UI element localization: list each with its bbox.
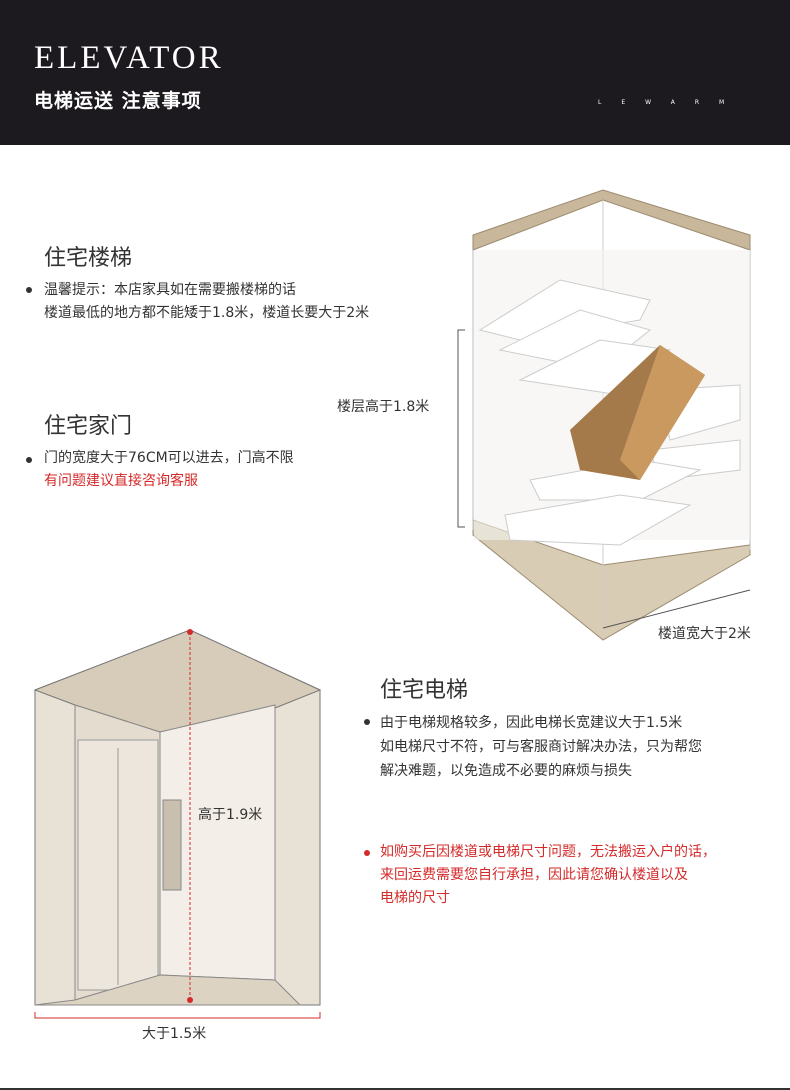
elevator-text: 由于电梯规格较多，因此电梯长宽建议大于1.5米 如电梯尺寸不符，可与客服商讨解决… xyxy=(380,711,702,783)
floor-height-label: 楼层高于1.8米 xyxy=(337,399,430,415)
door-text: 门的宽度大于76CM可以进去，门高不限 有问题建议直接咨询客服 xyxy=(44,447,294,493)
elevator-line-1: 由于电梯规格较多，因此电梯长宽建议大于1.5米 xyxy=(380,715,683,731)
corridor-width-label: 楼道宽大于2米 xyxy=(658,626,751,642)
bullet-icon xyxy=(26,287,32,293)
bullet-icon xyxy=(26,457,32,463)
elevator-height-label: 高于1.9米 xyxy=(198,807,263,823)
title-cn: 电梯运送 注意事项 xyxy=(34,90,202,112)
elevator-line-2: 如电梯尺寸不符，可与客服商讨解决办法，只为帮您 xyxy=(380,739,702,755)
elevator-line-3: 解决难题，以免造成不必要的麻烦与损失 xyxy=(380,763,632,779)
brand-logo: LEWARM xyxy=(598,99,745,106)
title-en: ELEVATOR xyxy=(34,40,224,76)
bottom-divider xyxy=(0,1088,790,1090)
warning-text: 如购买后因楼道或电梯尺寸问题，无法搬运入户的话， 来回运费需要您自行承担，因此请… xyxy=(380,841,716,910)
warning-line-2: 来回运费需要您自行承担，因此请您确认楼道以及 xyxy=(380,867,688,883)
warning-line-3: 电梯的尺寸 xyxy=(380,890,450,906)
warning-bullet-icon xyxy=(364,850,370,856)
door-heading: 住宅家门 xyxy=(44,414,133,439)
stairs-line-2: 楼道最低的地方都不能矮于1.8米，楼道长要大于2米 xyxy=(44,305,370,321)
elevator-heading: 住宅电梯 xyxy=(380,678,469,703)
warning-line-1: 如购买后因楼道或电梯尺寸问题，无法搬运入户的话， xyxy=(380,844,716,860)
header-banner: ELEVATOR 电梯运送 注意事项 LEWARM xyxy=(0,0,790,145)
bullet-icon xyxy=(364,719,370,725)
elevator-width-label: 大于1.5米 xyxy=(142,1026,207,1042)
stairs-tip: 温馨提示：本店家具如在需要搬楼梯的话 楼道最低的地方都不能矮于1.8米，楼道长要… xyxy=(44,279,369,325)
stairs-heading: 住宅楼梯 xyxy=(44,246,133,271)
door-line: 门的宽度大于76CM可以进去，门高不限 xyxy=(44,450,294,466)
stairs-line-1: 温馨提示：本店家具如在需要搬楼梯的话 xyxy=(44,282,296,298)
door-note: 有问题建议直接咨询客服 xyxy=(44,473,198,489)
